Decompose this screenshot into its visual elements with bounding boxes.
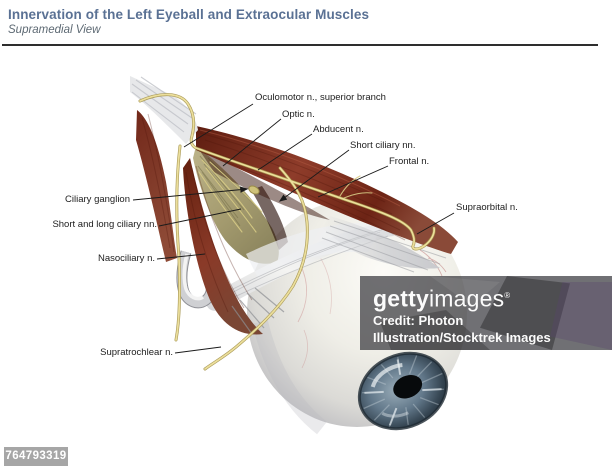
label-nasociliary: Nasociliary n. [97,253,155,264]
label-short-ciliary: Short ciliary nn. [350,140,416,151]
figure-header: Innervation of the Left Eyeball and Extr… [8,7,598,36]
leader-lines [132,103,455,354]
header-divider [2,44,598,46]
label-abducent: Abducent n. [313,124,364,135]
watermark-credit-line1: Credit: Photon [373,312,464,328]
label-ciliary-ganglion: Ciliary ganglion [65,194,130,205]
watermark-credit-line2: Illustration/Stocktrek Images [373,329,551,345]
ciliary-ganglion-node [248,185,260,195]
getty-logo-bold: getty [373,285,429,312]
pupil [393,374,423,399]
page-title: Innervation of the Left Eyeball and Extr… [8,7,370,22]
label-frontal: Frontal n. [389,156,430,167]
extraocular-muscles [130,76,458,335]
iris [357,351,449,431]
registered-mark: ® [504,291,511,300]
watermark-facet [550,282,612,350]
label-supratrochlear: Supratrochlear n. [100,347,173,358]
label-oculomotor: Oculomotor n., superior branch [255,92,386,103]
image-number-badge: 764793319 [4,447,68,466]
label-optic: Optic n. [282,109,315,120]
label-supraorbital: Supraorbital n. [456,202,518,213]
getty-watermark: gettyimages® Credit: Photon Illustration… [360,276,612,350]
getty-logo: gettyimages® [373,283,551,312]
page-subtitle: Supramedial View [8,24,101,36]
nerves [138,93,436,371]
label-short-long-ciliary: Short and long ciliary nn. [52,219,157,230]
getty-logo-regular: images [428,285,505,312]
